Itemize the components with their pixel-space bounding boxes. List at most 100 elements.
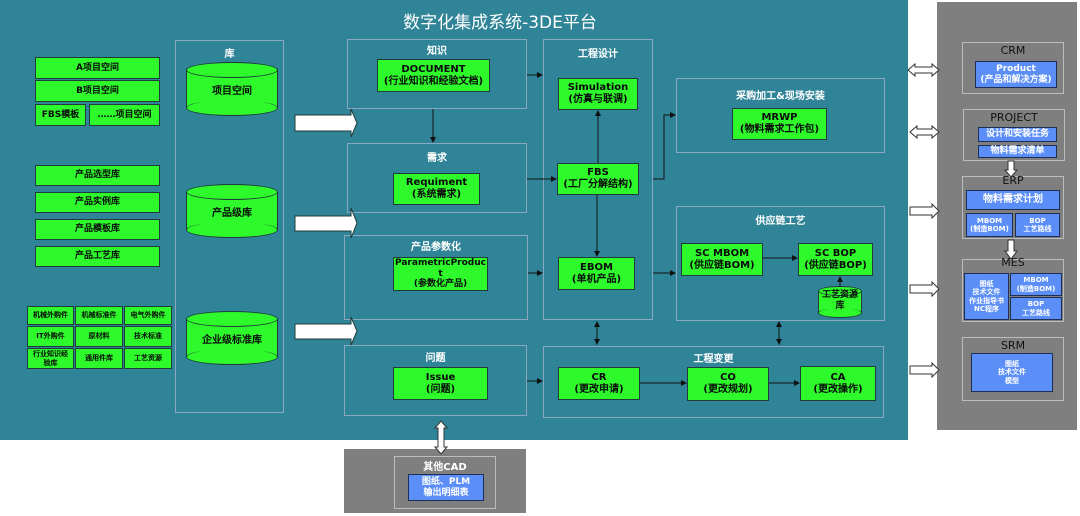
node-desc: (供应链BOP) — [804, 259, 867, 271]
ebom-node[interactable]: EBOM (单机产品) — [558, 257, 635, 290]
enterprise-block[interactable]: 机械外购件 — [27, 306, 74, 325]
library-cylinder-product[interactable]: 产品级库 — [186, 184, 278, 238]
node-desc: (工厂分解结构) — [563, 179, 633, 190]
node-desc: (参数化产品) — [413, 279, 468, 290]
change-title: 工程变更 — [693, 354, 734, 365]
double-arrow-crm — [907, 62, 940, 78]
node-name: Requiment — [405, 177, 468, 188]
project-title: PROJECT — [990, 111, 1038, 124]
node-desc: (仿真与联调) — [568, 94, 628, 105]
erp-title: ERP — [1002, 174, 1024, 187]
mes-frame: MES — [962, 256, 1064, 322]
block-arrow-library-top — [294, 108, 358, 138]
node-name: CA — [830, 371, 846, 383]
doc-line: 图纸 — [1005, 359, 1019, 368]
crm-product-node[interactable]: Product (产品和解决方案) — [975, 61, 1057, 88]
fbs-node[interactable]: FBS (工厂分解结构) — [557, 163, 639, 195]
node-desc: (产品和解决方案) — [980, 74, 1052, 85]
node-name: CR — [591, 371, 607, 383]
project-space-a[interactable]: A项目空间 — [35, 57, 160, 79]
library-cylinder-enterprise[interactable]: 企业级标准库 — [186, 311, 278, 365]
erp-plan-node[interactable]: 物料需求计划 — [966, 190, 1060, 210]
requirement-node[interactable]: Requiment (系统需求) — [393, 173, 480, 205]
erp-bop-node[interactable]: BOP 工艺路线 — [1015, 213, 1060, 237]
project-item[interactable]: 物料需求清单 — [978, 145, 1057, 158]
parametric-product-node[interactable]: ParametricProduct (参数化产品) — [393, 257, 488, 291]
enterprise-block[interactable]: 机械标准件 — [75, 306, 123, 325]
doc-line: 作业指导书 — [969, 296, 1004, 305]
library-frame: 库 — [175, 40, 284, 413]
node-desc: (行业知识和经验文档) — [383, 75, 484, 87]
srm-title: SRM — [1000, 339, 1026, 352]
project-space-b[interactable]: B项目空间 — [35, 80, 160, 102]
arrow-to-srm — [909, 361, 940, 379]
crm-frame: CRM — [962, 42, 1064, 94]
node-desc: (物料需求工作包) — [739, 124, 820, 135]
platform-title: 数字化集成系统-3DE平台 — [403, 13, 597, 33]
issue-frame: 问题 — [344, 345, 527, 416]
cad-line: 图纸、PLM — [421, 476, 471, 487]
node-desc: 工艺路线 — [1023, 225, 1052, 233]
mes-title: MES — [1001, 256, 1025, 269]
node-desc: (制造BOM) — [1016, 284, 1056, 293]
project-item[interactable]: 设计和安装任务 — [978, 127, 1057, 142]
enterprise-block[interactable]: 技术标准 — [124, 326, 172, 347]
parametric-frame: 产品参数化 — [344, 235, 528, 320]
supply-chain-frame: 供应链工艺 — [676, 206, 885, 321]
issue-title: 问题 — [425, 353, 446, 364]
node-desc: (制造BOM) — [970, 225, 1009, 233]
library-cylinder-project[interactable]: 项目空间 — [186, 62, 278, 116]
enterprise-block[interactable]: 工艺资源 — [124, 348, 172, 369]
srm-docs-node[interactable]: 图纸 技术文件 模型 — [971, 353, 1053, 392]
mes-docs-node[interactable]: 图纸 技术文件 作业指导书 NC程序 — [964, 273, 1009, 320]
node-name: BOP — [1029, 216, 1046, 225]
enterprise-block[interactable]: 行业知识经验库 — [27, 348, 74, 369]
enterprise-block[interactable]: 通用件库 — [75, 348, 123, 369]
arrow-erp-to-mes — [1004, 239, 1018, 260]
erp-mbom-node[interactable]: MBOM (制造BOM) — [966, 213, 1013, 237]
change-frame: 工程变更 — [543, 346, 884, 418]
parametric-title: 产品参数化 — [411, 242, 461, 253]
node-name: DOCUMENT — [401, 63, 466, 75]
cylinder-label: 企业级标准库 — [202, 335, 262, 346]
node-name: Issue — [425, 371, 456, 383]
mes-bop-node[interactable]: BOP 工艺路线 — [1010, 297, 1062, 320]
enterprise-block[interactable]: IT外购件 — [27, 326, 74, 347]
co-node[interactable]: CO (更改规划) — [687, 367, 769, 401]
node-name: FBS — [587, 167, 609, 178]
cad-output-node[interactable]: 图纸、PLM 输出明细表 — [408, 474, 484, 501]
mes-mbom-node[interactable]: MBOM (制造BOM) — [1010, 273, 1062, 296]
fbs-template[interactable]: FBS模板 — [35, 104, 86, 126]
cr-node[interactable]: CR (更改申请) — [558, 367, 640, 400]
sc-bop-node[interactable]: SC BOP (供应链BOP) — [798, 243, 873, 276]
product-block[interactable]: 产品选型库 — [35, 165, 160, 186]
node-name: Simulation — [567, 82, 629, 93]
arrow-to-mes — [909, 280, 940, 298]
simulation-node[interactable]: Simulation (仿真与联调) — [558, 78, 638, 110]
doc-line: 图纸 — [979, 279, 994, 288]
product-block[interactable]: 产品模板库 — [35, 219, 160, 240]
cylinder-label: 产品级库 — [212, 208, 252, 219]
node-desc: (更改申请) — [574, 383, 624, 395]
product-block[interactable]: 产品工艺库 — [35, 246, 160, 267]
requirement-frame: 需求 — [347, 143, 527, 213]
cad-title: 其他CAD — [423, 462, 467, 473]
project-space-more[interactable]: ……项目空间 — [89, 104, 160, 126]
block-arrow-library-bottom — [294, 316, 358, 346]
mrwp-node[interactable]: MRWP (物料需求工作包) — [732, 108, 827, 140]
ca-node[interactable]: CA (更改操作) — [800, 366, 876, 401]
double-arrow-cad — [433, 420, 449, 455]
node-desc: (更改规划) — [703, 384, 753, 395]
sc-mbom-node[interactable]: SC MBOM (供应链BOM) — [681, 243, 763, 276]
procurement-frame: 采购加工&现场安装 — [676, 78, 885, 153]
node-name: SC BOP — [814, 247, 857, 259]
enterprise-block[interactable]: 电气外购件 — [124, 306, 172, 325]
procurement-title: 采购加工&现场安装 — [736, 91, 825, 102]
node-name: MBOM — [976, 216, 1003, 225]
product-block[interactable]: 产品实例库 — [35, 192, 160, 213]
issue-node[interactable]: Issue (问题) — [393, 367, 488, 400]
document-node[interactable]: DOCUMENT (行业知识和经验文档) — [377, 59, 490, 92]
node-name: EBOM — [580, 261, 613, 273]
enterprise-block[interactable]: 原材料 — [75, 326, 123, 347]
